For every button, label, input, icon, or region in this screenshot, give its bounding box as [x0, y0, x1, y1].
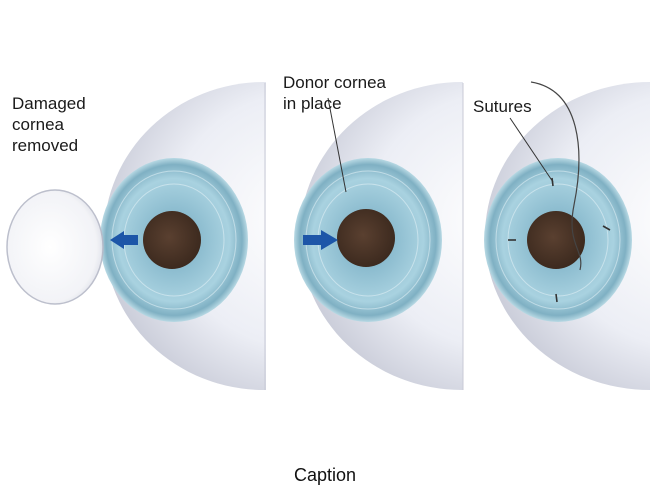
figure-caption: Caption [293, 465, 357, 485]
removed-cornea-disc [6, 189, 104, 305]
pupil-3 [527, 211, 585, 269]
eye-damaged-cornea-removed [6, 82, 266, 390]
sutures-leader-line [509, 117, 554, 183]
donor-label-line1: Donor cornea [283, 73, 387, 92]
sutures-label: Sutures [473, 97, 532, 116]
arrow-inward-icon [303, 230, 338, 250]
damaged-label-line3: removed [12, 136, 79, 155]
pupil-1 [143, 211, 201, 269]
pupil-2 [337, 209, 395, 267]
donor-leader-line [327, 97, 347, 193]
eye-donor-cornea [294, 82, 464, 390]
damaged-cornea-label: Damaged cornea removed [12, 93, 86, 156]
suture-thread [530, 81, 582, 271]
damaged-label-line1: Damaged [12, 94, 86, 113]
arrow-outward-icon [110, 231, 138, 249]
donor-label-line2: in place [283, 94, 342, 113]
donor-cornea-label: Donor cornea in place [283, 72, 386, 114]
damaged-label-line2: cornea [12, 115, 64, 134]
eye-sutures [484, 81, 650, 390]
